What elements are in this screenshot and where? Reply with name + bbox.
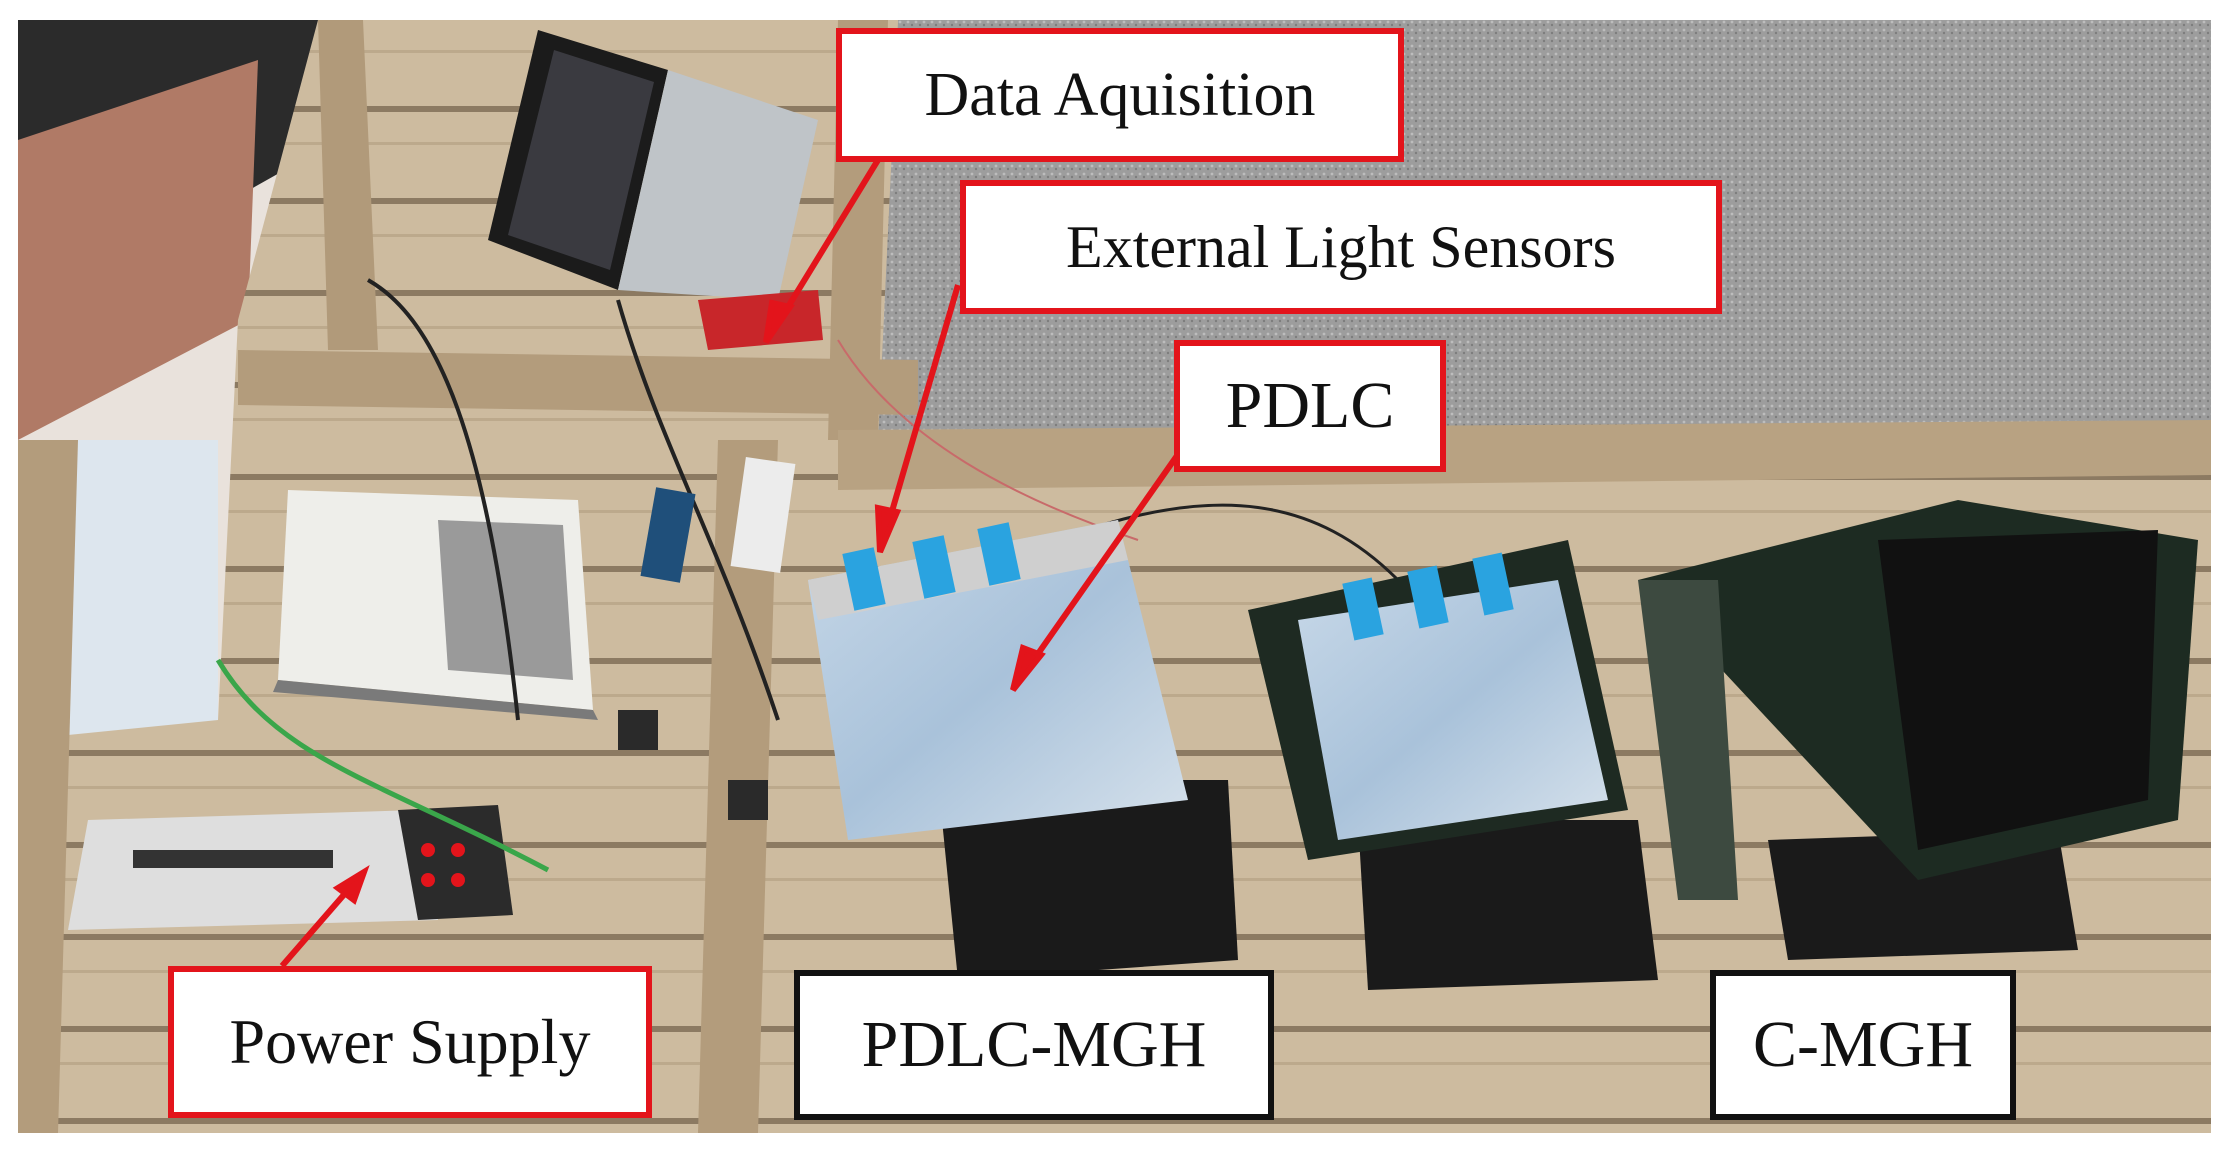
- c-mgh-tray: [1768, 830, 2078, 960]
- callout-external-light-sensors: External Light Sensors: [960, 180, 1722, 314]
- callout-label: C-MGH: [1752, 1008, 1973, 1081]
- callout-label: PDLC-MGH: [861, 1008, 1207, 1081]
- callout-label: Data Aquisition: [924, 61, 1316, 129]
- second-tray: [1358, 820, 1658, 990]
- callout-power-supply: Power Supply: [168, 966, 652, 1118]
- setup-photo: Data Aquisition External Light Sensors P…: [18, 20, 2211, 1133]
- callout-pdlc-mgh: PDLC-MGH: [794, 970, 1274, 1120]
- power-supply: [68, 810, 438, 930]
- callout-label: Power Supply: [229, 1006, 591, 1077]
- callout-pdlc: PDLC: [1174, 340, 1446, 472]
- callout-data-acquisition: Data Aquisition: [836, 28, 1404, 162]
- brick-wall: [18, 60, 258, 440]
- pdlc-film-2: [1298, 580, 1608, 840]
- callout-c-mgh: C-MGH: [1710, 970, 2016, 1120]
- pdlc-mgh-tray: [938, 780, 1238, 980]
- laptop-keyboard: [618, 70, 818, 300]
- photo-illustration: [18, 20, 2211, 1133]
- callout-label: External Light Sensors: [1066, 214, 1616, 280]
- beam: [18, 440, 78, 1133]
- beam: [238, 350, 918, 415]
- beam: [318, 20, 378, 350]
- callout-label: PDLC: [1225, 369, 1395, 442]
- daq-box: [698, 290, 823, 350]
